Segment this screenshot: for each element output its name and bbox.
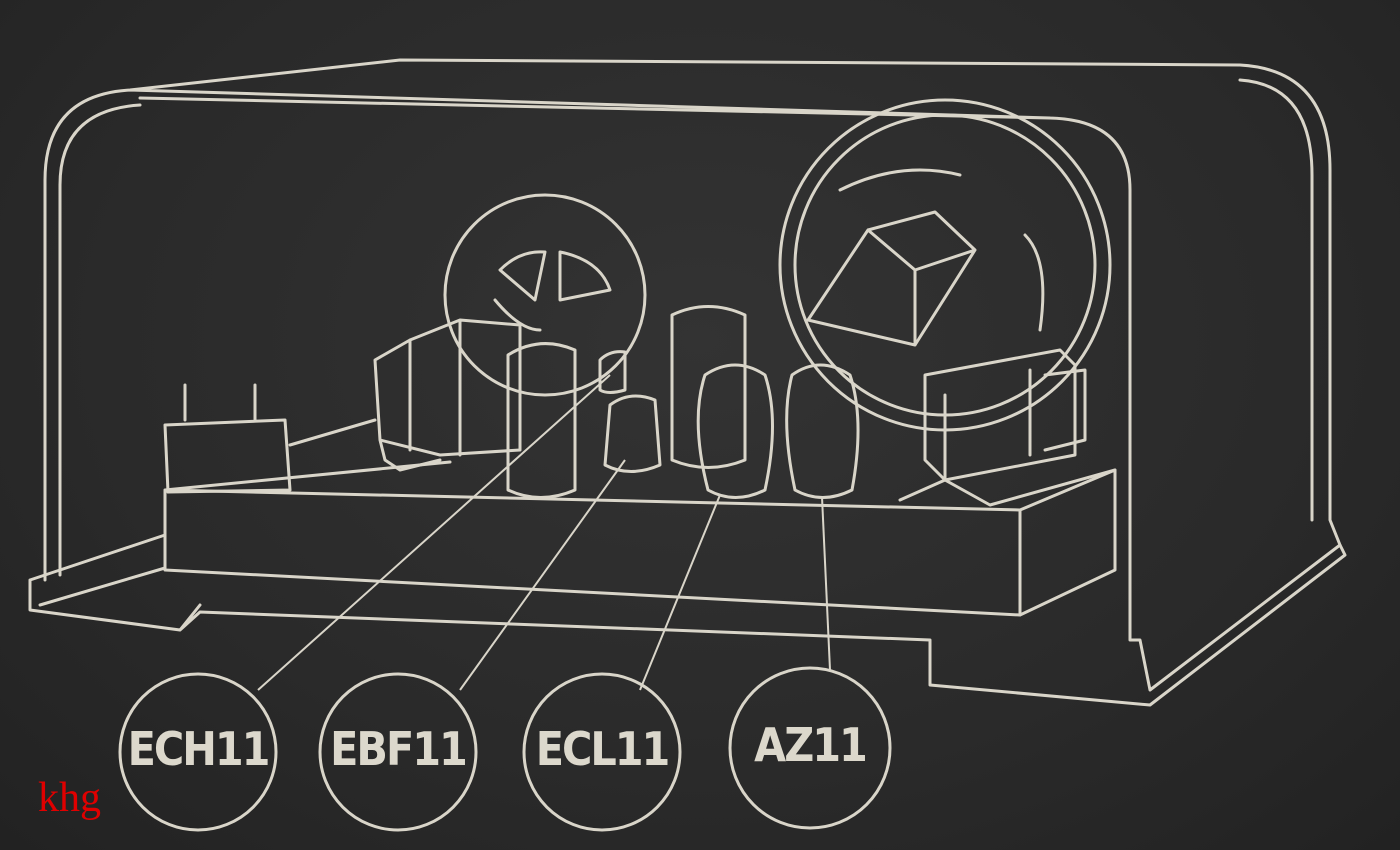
label-circle-az11 bbox=[728, 666, 892, 830]
leader-line-ebf11 bbox=[459, 459, 626, 691]
tube-ech11 bbox=[598, 350, 627, 394]
chassis bbox=[163, 460, 1117, 617]
tube-ecl11 bbox=[696, 363, 774, 499]
if-can-2 bbox=[670, 305, 747, 469]
tube-label-ech11: ECH11 bbox=[127, 722, 271, 776]
tuning-wheel bbox=[443, 193, 647, 397]
mains-transformer bbox=[898, 348, 1117, 507]
leader-line-az11 bbox=[821, 496, 831, 671]
cabinet-base bbox=[28, 533, 1347, 707]
watermark: khg bbox=[38, 775, 101, 821]
speaker-magnet bbox=[806, 210, 977, 347]
label-circle-ecl11 bbox=[522, 672, 682, 832]
loudspeaker bbox=[778, 98, 1112, 432]
label-circle-ebf11 bbox=[318, 672, 478, 832]
label-circle-ech11 bbox=[118, 672, 278, 832]
cabinet-outline bbox=[43, 58, 1342, 692]
tube-az11 bbox=[785, 363, 860, 499]
leader-line-ecl11 bbox=[639, 494, 721, 691]
antenna-terminal bbox=[163, 383, 292, 494]
if-can-1 bbox=[506, 342, 577, 499]
tube-label-ebf11: EBF11 bbox=[330, 722, 468, 776]
leader-line-ech11 bbox=[257, 374, 611, 691]
variable-capacitor bbox=[373, 318, 522, 472]
tube-ebf11 bbox=[603, 394, 662, 473]
tube-label-az11: AZ11 bbox=[754, 718, 868, 772]
tube-label-ecl11: ECL11 bbox=[535, 722, 671, 776]
